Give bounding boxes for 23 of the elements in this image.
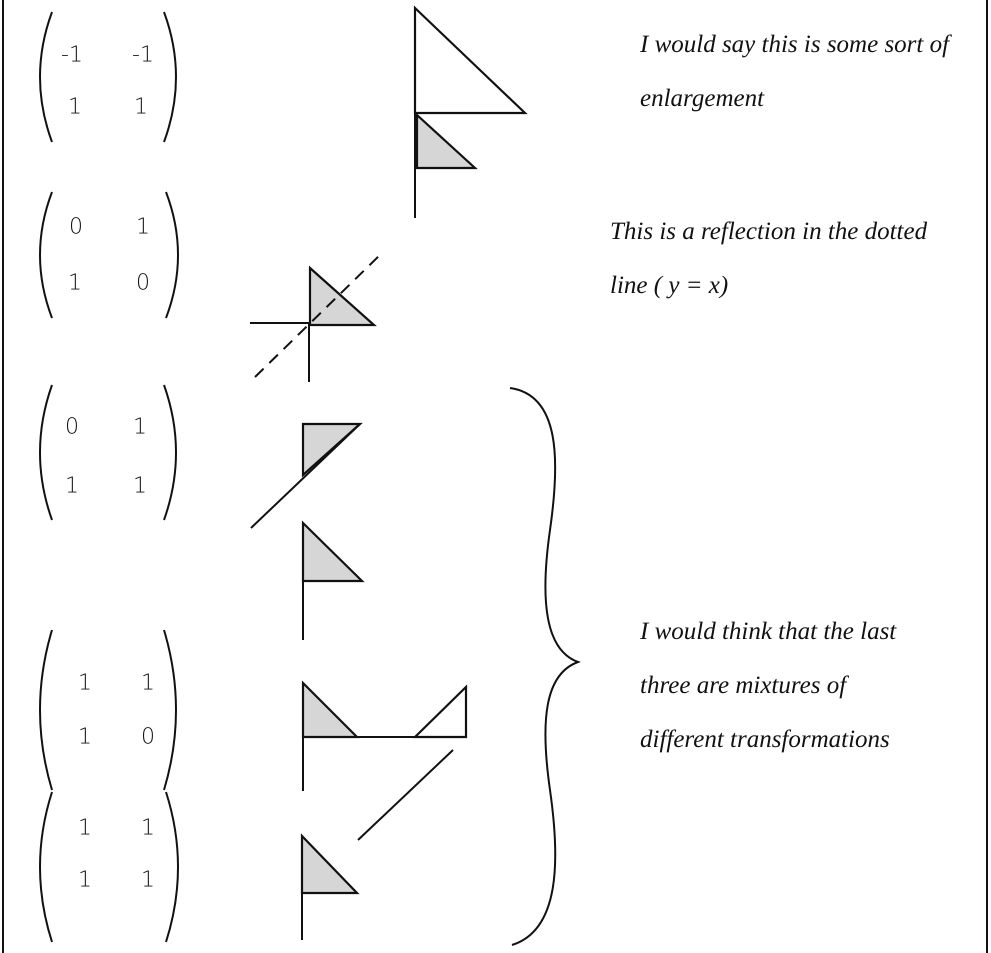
matrix-entry: 1 [141,868,155,892]
matrix-entry: 1 [78,816,92,840]
matrix-entry: 1 [134,94,148,120]
matrix-entry: 0 [69,214,83,240]
handwritten-note: This is a reflection in the dotted line ( y = x) [610,217,928,301]
matrix-entry: 0 [65,414,79,440]
matrix-entry: 1 [141,816,155,840]
matrix-entry: 1 [136,214,150,240]
matrix-entry: -1 [132,42,154,68]
matrix-entry: -1 [61,42,83,68]
matrix-entry: 1 [65,474,79,498]
matrix-entry: 0 [136,270,150,296]
handwritten-note: I would think that the last three are mixtures of different transformations [640,617,898,755]
matrix-entry: 0 [141,724,155,750]
matrix-entry: 1 [78,724,92,750]
matrix-entry: 1 [78,670,92,696]
matrix-entry: 1 [78,868,92,892]
matrix-entry: 1 [68,270,82,296]
matrix-entry: 1 [68,94,82,120]
handwritten-note: I would say this is some sort of enlargement [640,18,960,126]
matrix-entry: 1 [141,670,155,696]
matrix-entry: 1 [133,414,147,440]
matrix-entry: 1 [133,474,147,498]
